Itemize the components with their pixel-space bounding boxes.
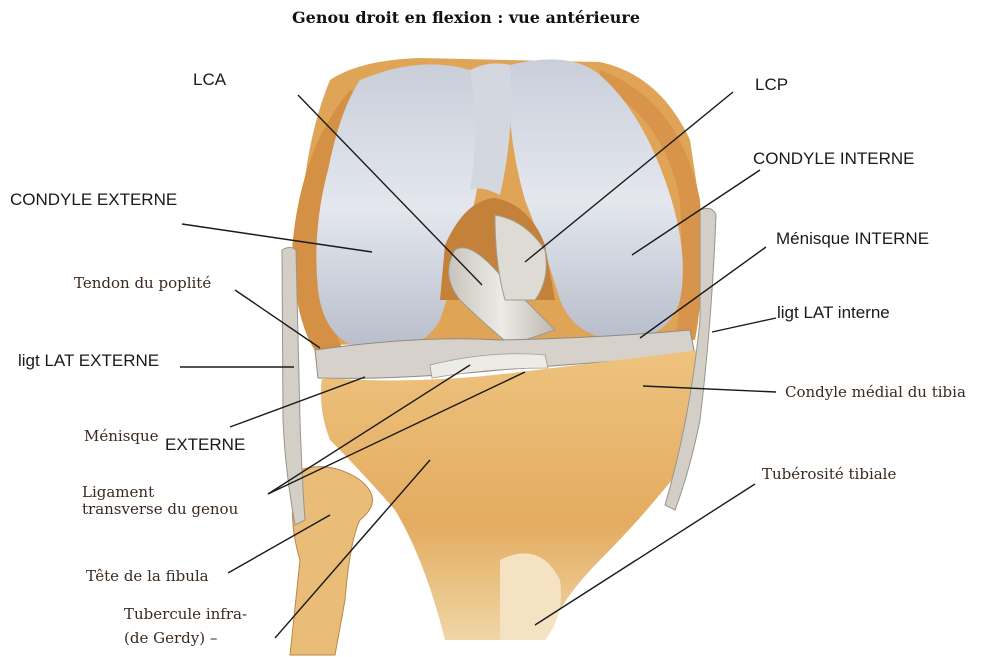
label-menisque-externe-prefix: Ménisque — [84, 428, 159, 445]
label-condyle-interne: CONDYLE INTERNE — [753, 150, 915, 169]
label-tendon-poplite: Tendon du poplité — [74, 275, 211, 292]
label-ligament-transverse-line2: transverse du genou — [82, 501, 238, 518]
label-lcp: LCP — [755, 76, 788, 95]
label-menisque-externe-suffix: EXTERNE — [165, 436, 245, 455]
leader-ligt-lat-interne — [712, 318, 776, 332]
label-ligt-lat-externe: ligt LAT EXTERNE — [18, 352, 159, 371]
label-ligament-transverse-line1: Ligament — [82, 484, 154, 501]
label-condyle-medial-tibia: Condyle médial du tibia — [785, 384, 966, 401]
label-tuberosite-tibiale: Tubérosité tibiale — [762, 466, 896, 483]
label-ligt-lat-interne: ligt LAT interne — [777, 304, 890, 323]
label-menisque-interne: Ménisque INTERNE — [776, 230, 929, 249]
label-tete-fibula: Tête de la fibula — [86, 568, 209, 585]
label-tubercule-line2: (de Gerdy) – — [124, 630, 217, 647]
label-tubercule-line1: Tubercule infra- — [124, 606, 247, 623]
label-condyle-externe: CONDYLE EXTERNE — [10, 191, 177, 210]
label-lca: LCA — [193, 71, 226, 90]
